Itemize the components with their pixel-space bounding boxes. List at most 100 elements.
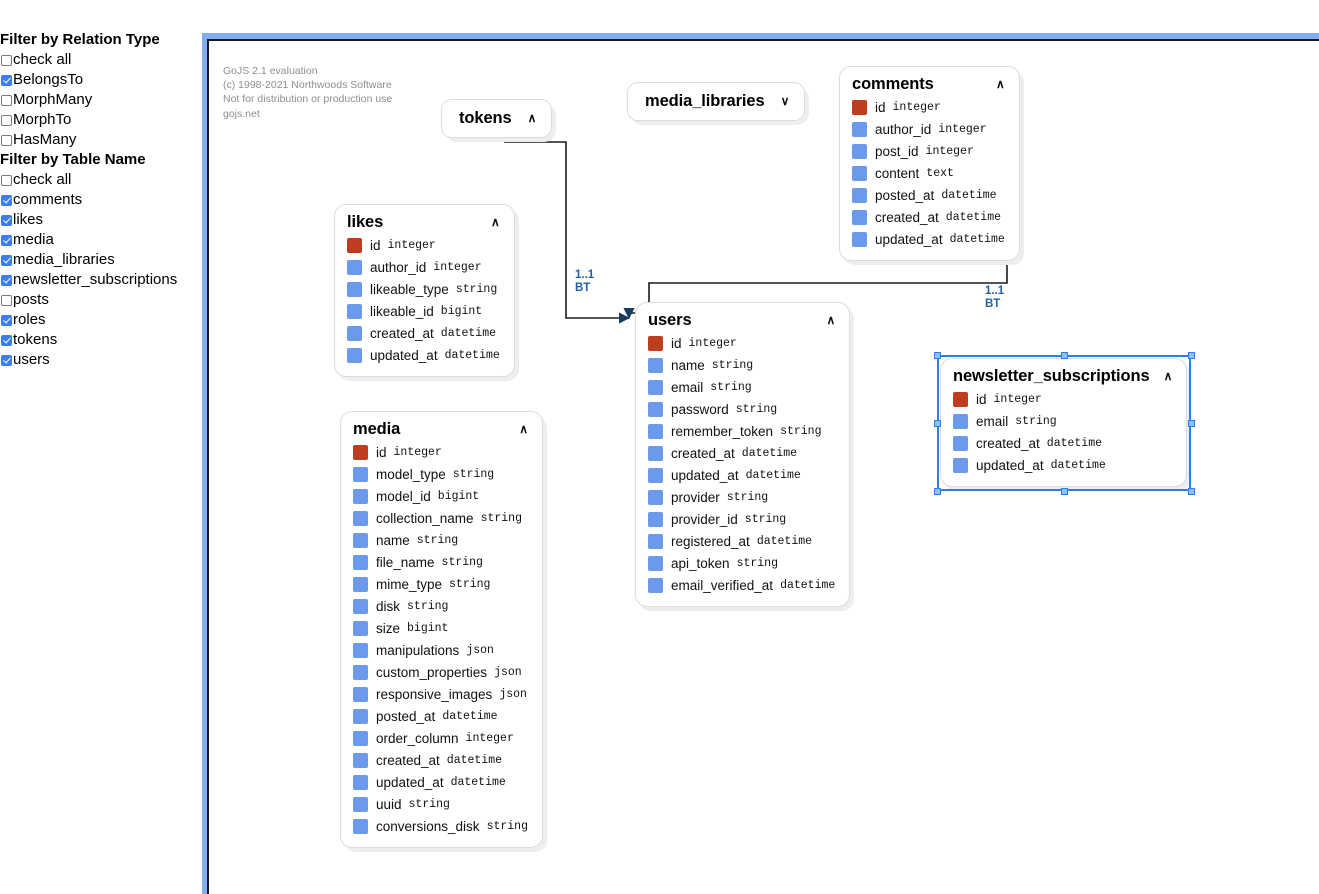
checkbox-table-likes[interactable] <box>1 214 12 226</box>
checkbox-relation-hasmany[interactable] <box>1 134 12 146</box>
filter-row-table-1[interactable]: comments <box>0 190 202 210</box>
checkbox-label[interactable]: roles <box>13 311 46 328</box>
checkbox-label[interactable]: check all <box>13 51 72 68</box>
checkbox-table-tokens[interactable] <box>1 334 12 346</box>
node-body[interactable]: media_libraries∨ <box>627 82 806 121</box>
filter-row-relation-2[interactable]: MorphMany <box>0 90 202 110</box>
table-node-tokens[interactable]: tokens∧ <box>441 99 557 142</box>
checkbox-table-users[interactable] <box>1 354 12 366</box>
link-likes-to-users[interactable] <box>504 141 631 324</box>
checkbox-table-posts[interactable] <box>1 294 12 306</box>
resize-handle-6[interactable] <box>1060 487 1068 495</box>
checkbox-table-media-libraries[interactable] <box>1 254 12 266</box>
chevron-up-icon[interactable]: ∧ <box>519 421 528 436</box>
resize-handle-4[interactable] <box>1187 419 1195 427</box>
resize-handle-7[interactable] <box>1187 487 1195 495</box>
filter-row-table-0[interactable]: check all <box>0 170 202 190</box>
filter-row-relation-1[interactable]: BelongsTo <box>0 70 202 90</box>
checkbox-label[interactable]: MorphMany <box>13 91 93 108</box>
checkbox-label[interactable]: media <box>13 231 54 248</box>
filter-row-table-7[interactable]: roles <box>0 310 202 330</box>
filter-row-table-3[interactable]: media <box>0 230 202 250</box>
checkbox-label[interactable]: check all <box>13 171 72 188</box>
chevron-up-icon[interactable]: ∧ <box>491 214 500 229</box>
checkbox-relation-belongsto[interactable] <box>1 74 12 86</box>
filter-row-table-8[interactable]: tokens <box>0 330 202 350</box>
filter-row-relation-4[interactable]: HasMany <box>0 130 202 150</box>
checkbox-table-comments[interactable] <box>1 194 12 206</box>
checkbox-label[interactable]: posts <box>13 291 49 308</box>
chevron-up-icon[interactable]: ∧ <box>996 76 1005 91</box>
chevron-down-icon[interactable]: ∨ <box>780 93 790 108</box>
resize-handle-2[interactable] <box>1187 351 1195 359</box>
checkbox-label[interactable]: comments <box>13 191 83 208</box>
filter-row-table-9[interactable]: users <box>0 350 202 370</box>
resize-handle-3[interactable] <box>933 419 941 427</box>
filter-row-relation-3[interactable]: MorphTo <box>0 110 202 130</box>
chevron-up-icon[interactable]: ∧ <box>527 110 537 125</box>
filter-row-table-5[interactable]: newsletter_subscriptions <box>0 270 202 290</box>
resize-handle-0[interactable] <box>933 351 941 359</box>
chevron-up-icon[interactable]: ∧ <box>826 312 836 327</box>
node-body[interactable]: tokens∧ <box>441 99 553 138</box>
checkbox-table-newsletter-subscriptions[interactable] <box>1 274 12 286</box>
checkbox-label[interactable]: MorphTo <box>13 111 72 128</box>
checkbox-table-media[interactable] <box>1 234 12 246</box>
filter-row-relation-0[interactable]: check all <box>0 50 202 70</box>
checkbox-label[interactable]: media_libraries <box>13 251 115 268</box>
checkbox-label[interactable]: newsletter_subscriptions <box>13 271 178 288</box>
checkbox-label[interactable]: HasMany <box>13 131 77 148</box>
chevron-up-icon[interactable]: ∧ <box>1163 368 1173 383</box>
checkbox-label[interactable]: users <box>13 351 50 368</box>
